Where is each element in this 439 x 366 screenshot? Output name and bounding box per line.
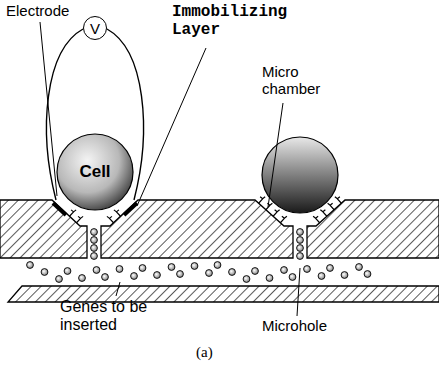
genes-label: Genes to be inserted xyxy=(60,298,170,333)
voltmeter-circle: V xyxy=(83,16,107,40)
antibody-tick xyxy=(328,203,335,209)
wire xyxy=(47,29,144,200)
gene-particle xyxy=(214,262,221,269)
gene-particle xyxy=(79,275,86,282)
gene-particle xyxy=(297,245,304,252)
gene-particle xyxy=(356,264,363,271)
gene-particle xyxy=(93,267,100,274)
gene-particle xyxy=(229,269,236,276)
electrode-label: Electrode xyxy=(6,3,69,20)
gene-particle xyxy=(304,266,311,273)
electrode xyxy=(53,203,137,215)
substrate xyxy=(0,200,439,302)
antibody-tick xyxy=(313,216,320,222)
gene-particle xyxy=(27,262,34,269)
gene-particle xyxy=(318,273,325,280)
gene-particle xyxy=(91,229,98,236)
antibody-tick xyxy=(320,210,327,216)
layer-label: Immobilizing Layer xyxy=(172,4,322,39)
gene-particle xyxy=(177,271,184,278)
gene-particle xyxy=(91,253,98,260)
antibody-tick xyxy=(335,197,342,203)
antibody-tick xyxy=(77,216,84,222)
gene-particle xyxy=(289,274,296,281)
gene-particle xyxy=(206,270,213,277)
gene-particle xyxy=(139,265,146,272)
cell-body xyxy=(262,137,338,213)
gene-particle xyxy=(327,265,334,272)
antibody-tick xyxy=(280,216,287,222)
gene-particle xyxy=(297,229,304,236)
gene-particle xyxy=(297,237,304,244)
gene-particle xyxy=(168,264,175,271)
cell-body xyxy=(57,134,133,210)
microhole-label: Microhole xyxy=(262,318,327,335)
antibody-tick xyxy=(107,216,114,222)
gene-particle xyxy=(131,273,138,280)
antibody-tick xyxy=(114,210,121,216)
gene-particle xyxy=(297,253,304,260)
gene-particle xyxy=(154,272,161,279)
antibody-tick xyxy=(259,197,266,203)
gene-particle xyxy=(243,276,250,283)
gene-particle xyxy=(266,275,273,282)
gene-particle xyxy=(191,263,198,270)
immobilizing-layer xyxy=(70,197,342,223)
gene-particle xyxy=(102,274,109,281)
antibody-tick xyxy=(273,210,280,216)
antibody-tick xyxy=(70,210,77,216)
chamber-label: Micro chamber xyxy=(262,64,342,97)
gene-particle xyxy=(64,268,71,275)
gene-particle xyxy=(56,276,63,283)
gene-particle xyxy=(116,266,123,273)
cell: Cell xyxy=(57,134,133,210)
gene-particle xyxy=(341,272,348,279)
gene-particles xyxy=(27,229,371,283)
gene-particle xyxy=(91,237,98,244)
gene-particle xyxy=(41,269,48,276)
meter-symbol: V xyxy=(90,20,100,37)
gene-particle xyxy=(364,271,371,278)
gene-particle xyxy=(281,267,288,274)
cell-label: Cell xyxy=(79,162,110,182)
figure-label: (a) xyxy=(196,344,213,361)
gene-particle xyxy=(91,245,98,252)
leader-line xyxy=(40,22,300,316)
gene-particle xyxy=(252,268,259,275)
antibody-tick xyxy=(266,203,273,209)
